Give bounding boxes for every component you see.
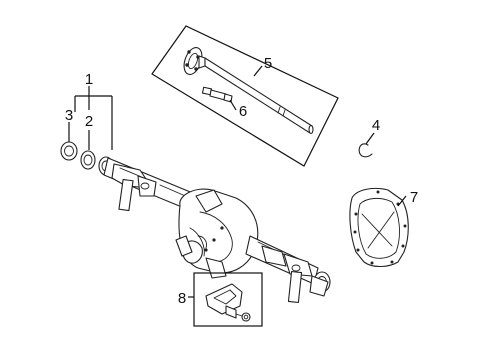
leader-6 xyxy=(229,99,237,111)
bracket-group-frame xyxy=(193,272,263,327)
callout-2: 2 xyxy=(85,113,93,130)
wheel-stud xyxy=(201,86,233,103)
bearing xyxy=(80,150,96,170)
outer-seal xyxy=(60,141,78,161)
callout-5: 5 xyxy=(264,55,272,72)
callout-1: 1 xyxy=(85,71,93,88)
leader-7 xyxy=(397,195,407,207)
axle-shaft-group-frame xyxy=(151,25,339,167)
leader-4 xyxy=(365,132,375,145)
callout-6: 6 xyxy=(239,103,247,120)
callout-3: 3 xyxy=(65,107,73,124)
bracket-assembly xyxy=(205,283,251,322)
callout-8: 8 xyxy=(178,290,186,307)
axle-shaft xyxy=(183,47,314,135)
callout-4: 4 xyxy=(372,117,380,134)
differential-cover xyxy=(349,187,409,268)
axle-housing xyxy=(98,156,331,303)
c-clip xyxy=(358,143,373,158)
callout-7: 7 xyxy=(410,189,418,206)
leader-5 xyxy=(253,65,263,77)
